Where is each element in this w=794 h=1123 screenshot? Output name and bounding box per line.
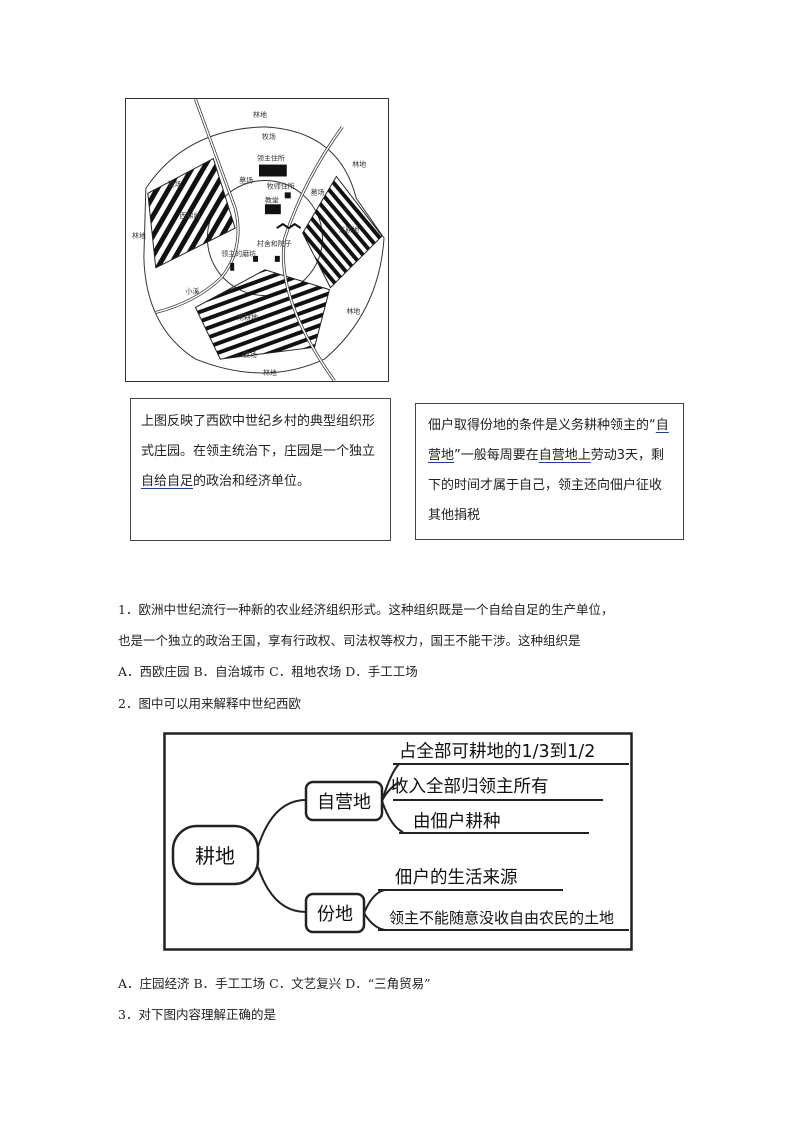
manor-map: 林地 牧场 林地 领主住所 牧师住所 教堂 墓场 墓场 牧场 西耕地 林地 东耕… xyxy=(125,98,389,382)
mindmap-drawing: 耕地 自营地 占全部可耕地的1/3到1/2 收入全部归领主所有 由佃户耕种 份地… xyxy=(163,732,633,951)
box1-text-2: 自给自足 xyxy=(141,474,194,489)
mindmap-branch-tenement-label: 份地 xyxy=(317,904,353,925)
box2-text-4: 自营地上 xyxy=(538,448,591,463)
box2-text-3: ”一般每周要在 xyxy=(454,448,539,463)
question-2-options: A．庄园经济 B．手工工场 C．文艺复兴 D．“三角贸易” xyxy=(118,976,431,991)
map-label-lord-mill: 领主的磨坊 xyxy=(221,249,256,258)
map-label-pasture-left: 牧场 xyxy=(168,179,182,188)
east-field-strips xyxy=(302,175,383,289)
map-label-forest-right-low: 林地 xyxy=(346,306,360,315)
map-label-west-field: 西耕地 xyxy=(180,211,201,220)
map-label-graveyard-right: 墓场 xyxy=(311,187,325,196)
map-label-priest-residence: 牧师住所 xyxy=(267,181,295,190)
question-1-line-2: 也是一个独立的政治王国，享有行政权、司法权等权力，国王不能干涉。这种组织是 xyxy=(118,633,581,648)
south-field-strips xyxy=(194,269,331,360)
map-label-south-field: 南耕地 xyxy=(237,312,258,321)
mindmap-demesne-item-1: 占全部可耕地的1/3到1/2 xyxy=(399,742,595,762)
caption-box-manor: 上图反映了西欧中世纪乡村的典型组织形式庄园。在领主统治下，庄园是一个独立自给自足… xyxy=(130,398,391,541)
map-label-creek: 小溪 xyxy=(186,287,200,296)
farmland-mindmap: 耕地 自营地 占全部可耕地的1/3到1/2 收入全部归领主所有 由佃户耕种 份地… xyxy=(163,732,633,951)
map-label-pasture-top: 牧场 xyxy=(262,132,276,141)
mindmap-tenement-item-2: 领主不能随意没收自由农民的土地 xyxy=(389,909,614,927)
box1-text-1: 上图反映了西欧中世纪乡村的典型组织形式庄园。在领主统治下，庄园是一个独立 xyxy=(141,414,376,459)
map-label-forest-left: 林地 xyxy=(132,231,146,240)
box1-text-3: 的政治和经济单位。 xyxy=(193,474,311,489)
map-label-church: 教堂 xyxy=(265,195,279,204)
map-label-pasture-bottom: 牧场 xyxy=(243,350,257,359)
map-label-village-yard: 村舍和院子 xyxy=(257,239,292,248)
caption-box-tenant: 佃户取得份地的条件是义务耕种领主的“自营地”一般每周要在自营地上劳动3天，剩下的… xyxy=(415,403,684,540)
question-1-options: A．西欧庄园 B．自治城市 C．租地农场 D．手工工场 xyxy=(118,664,418,679)
manor-map-drawing: 林地 牧场 林地 领主住所 牧师住所 教堂 墓场 墓场 牧场 西耕地 林地 东耕… xyxy=(132,99,385,381)
mindmap-demesne-item-3: 由佃户耕种 xyxy=(413,812,501,832)
box2-text-2: 自营地 xyxy=(428,418,669,463)
map-label-lord-residence: 领主住所 xyxy=(257,154,285,163)
west-field-strips xyxy=(147,157,236,269)
mindmap-root-label: 耕地 xyxy=(195,844,235,868)
box2-text-5: 劳动3天，剩下的时间才属于自己，领主还向佃户征收其他捐税 xyxy=(428,448,665,523)
question-1-line-1: 1．欧洲中世纪流行一种新的农业经济组织形式。这种组织既是一个自给自足的生产单位， xyxy=(118,602,614,617)
mindmap-root-node xyxy=(171,824,260,886)
question-3-stem: 3．对下图内容理解正确的是 xyxy=(118,1007,276,1022)
map-label-forest-top: 林地 xyxy=(253,110,267,119)
map-label-east-field: 东耕地 xyxy=(338,225,359,234)
question-2-stem: 2．图中可以用来解释中世纪西欧 xyxy=(118,696,301,711)
map-label-graveyard-left: 墓场 xyxy=(239,175,253,184)
map-label-forest-right: 林地 xyxy=(352,160,366,169)
box2-text-1: 佃户取得份地的条件是义务耕种领主的“ xyxy=(428,418,656,433)
map-label-forest-bottom: 林地 xyxy=(263,368,277,377)
mindmap-tenement-item-1: 佃户的生活来源 xyxy=(395,868,518,888)
mindmap-demesne-item-2: 收入全部归领主所有 xyxy=(391,777,549,797)
mindmap-branch-demesne-label: 自营地 xyxy=(317,792,371,813)
